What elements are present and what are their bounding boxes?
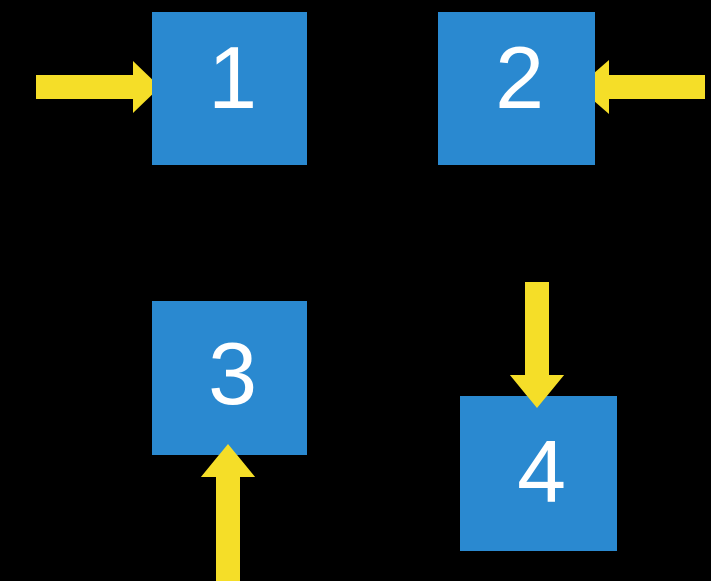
node-box-2[interactable]: 2 [438, 12, 595, 165]
node-label-2: 2 [495, 28, 545, 127]
node-label-4: 4 [517, 422, 567, 521]
node-box-4[interactable]: 4 [460, 396, 617, 551]
node-box-1[interactable]: 1 [152, 12, 307, 165]
arrow-right-into-node-1 [36, 61, 160, 113]
node-label-3: 3 [208, 324, 258, 423]
arrow-down-into-node-4 [510, 282, 564, 408]
arrow-up-into-node-3 [201, 444, 255, 581]
node-box-3[interactable]: 3 [152, 301, 307, 455]
node-label-1: 1 [208, 28, 258, 127]
